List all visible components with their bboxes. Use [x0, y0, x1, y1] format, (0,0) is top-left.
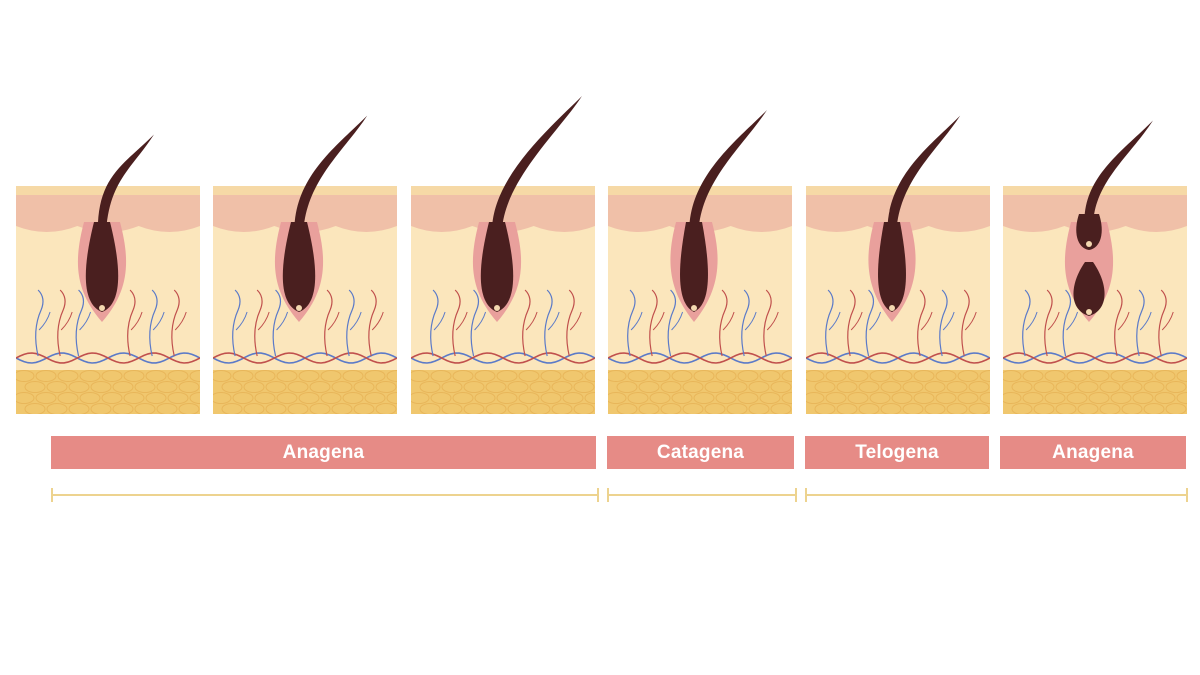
capillary: [763, 289, 772, 357]
capillary: [566, 289, 575, 357]
timeline-span-telogen-anagen: [805, 488, 1188, 502]
capillary: [75, 289, 85, 357]
capillary: [741, 289, 750, 357]
capillary: [1136, 289, 1145, 357]
hair-shaft: [887, 115, 961, 230]
panel-catagen: [608, 186, 792, 414]
hair-shaft: [97, 134, 154, 230]
artery: [411, 352, 595, 364]
capillary: [1044, 289, 1053, 357]
panel-anagen-new: [1003, 186, 1187, 414]
capillary: [719, 289, 728, 357]
timeline-span-anagen: [51, 488, 599, 502]
phase-bar-catagen: Catagena: [607, 436, 794, 469]
phase-bar-anagen-return: Anagena: [1000, 436, 1186, 469]
hair-shaft: [689, 110, 767, 230]
hair-bulb: [480, 222, 514, 312]
capillary: [961, 289, 970, 357]
hair-shaft: [1084, 120, 1153, 220]
capillary: [522, 289, 531, 357]
artery: [1003, 352, 1187, 364]
capillary: [35, 289, 44, 357]
capillary: [544, 289, 553, 357]
capillary: [917, 289, 926, 357]
capillary: [430, 289, 439, 357]
capillary: [272, 289, 282, 357]
capillary: [865, 289, 875, 357]
panel-telogen: [806, 186, 990, 414]
hair-bulb: [282, 222, 316, 312]
dermal-papilla: [99, 305, 105, 311]
skin-cross-sections: [16, 96, 1187, 414]
capillary: [939, 289, 948, 357]
capillary: [847, 289, 856, 357]
new-hair-bulb: [1073, 262, 1105, 316]
capillary: [254, 289, 263, 357]
hair-shaft: [294, 115, 368, 230]
capillary: [1062, 289, 1072, 357]
dermal-papilla: [889, 305, 895, 311]
hair-bulb: [85, 222, 119, 312]
artery: [806, 352, 990, 364]
artery: [16, 352, 200, 364]
capillary: [667, 289, 677, 357]
panel-anagen-late: [411, 186, 595, 414]
capillary: [127, 289, 136, 357]
capillary: [149, 289, 158, 357]
panel-anagen-mid: [213, 186, 397, 414]
phase-bar-telogen: Telogena: [805, 436, 989, 469]
capillary: [649, 289, 658, 357]
capillary: [1114, 289, 1123, 357]
capillary: [57, 289, 66, 357]
hair-bulb: [878, 222, 906, 312]
dermal-papilla: [494, 305, 500, 311]
capillary: [452, 289, 461, 357]
hair-shaft: [492, 96, 582, 230]
dermal-papilla: [1086, 309, 1092, 315]
panel-anagen-early: [16, 186, 200, 414]
timeline-span-catagen: [607, 488, 797, 502]
club-hair: [1076, 214, 1102, 250]
artery: [608, 352, 792, 364]
capillary: [470, 289, 480, 357]
artery: [213, 352, 397, 364]
capillary: [368, 289, 377, 357]
capillary: [627, 289, 636, 357]
capillary: [825, 289, 834, 357]
capillary: [346, 289, 355, 357]
phase-bar-anagen: Anagena: [51, 436, 596, 469]
dermal-papilla: [691, 305, 697, 311]
capillary: [1158, 289, 1167, 357]
capillary: [1022, 289, 1031, 357]
dermal-papilla: [296, 305, 302, 311]
epidermis-layer: [1003, 195, 1187, 232]
capillary: [232, 289, 241, 357]
hair-bulb: [680, 222, 708, 312]
capillary: [171, 289, 180, 357]
capillary: [324, 289, 333, 357]
